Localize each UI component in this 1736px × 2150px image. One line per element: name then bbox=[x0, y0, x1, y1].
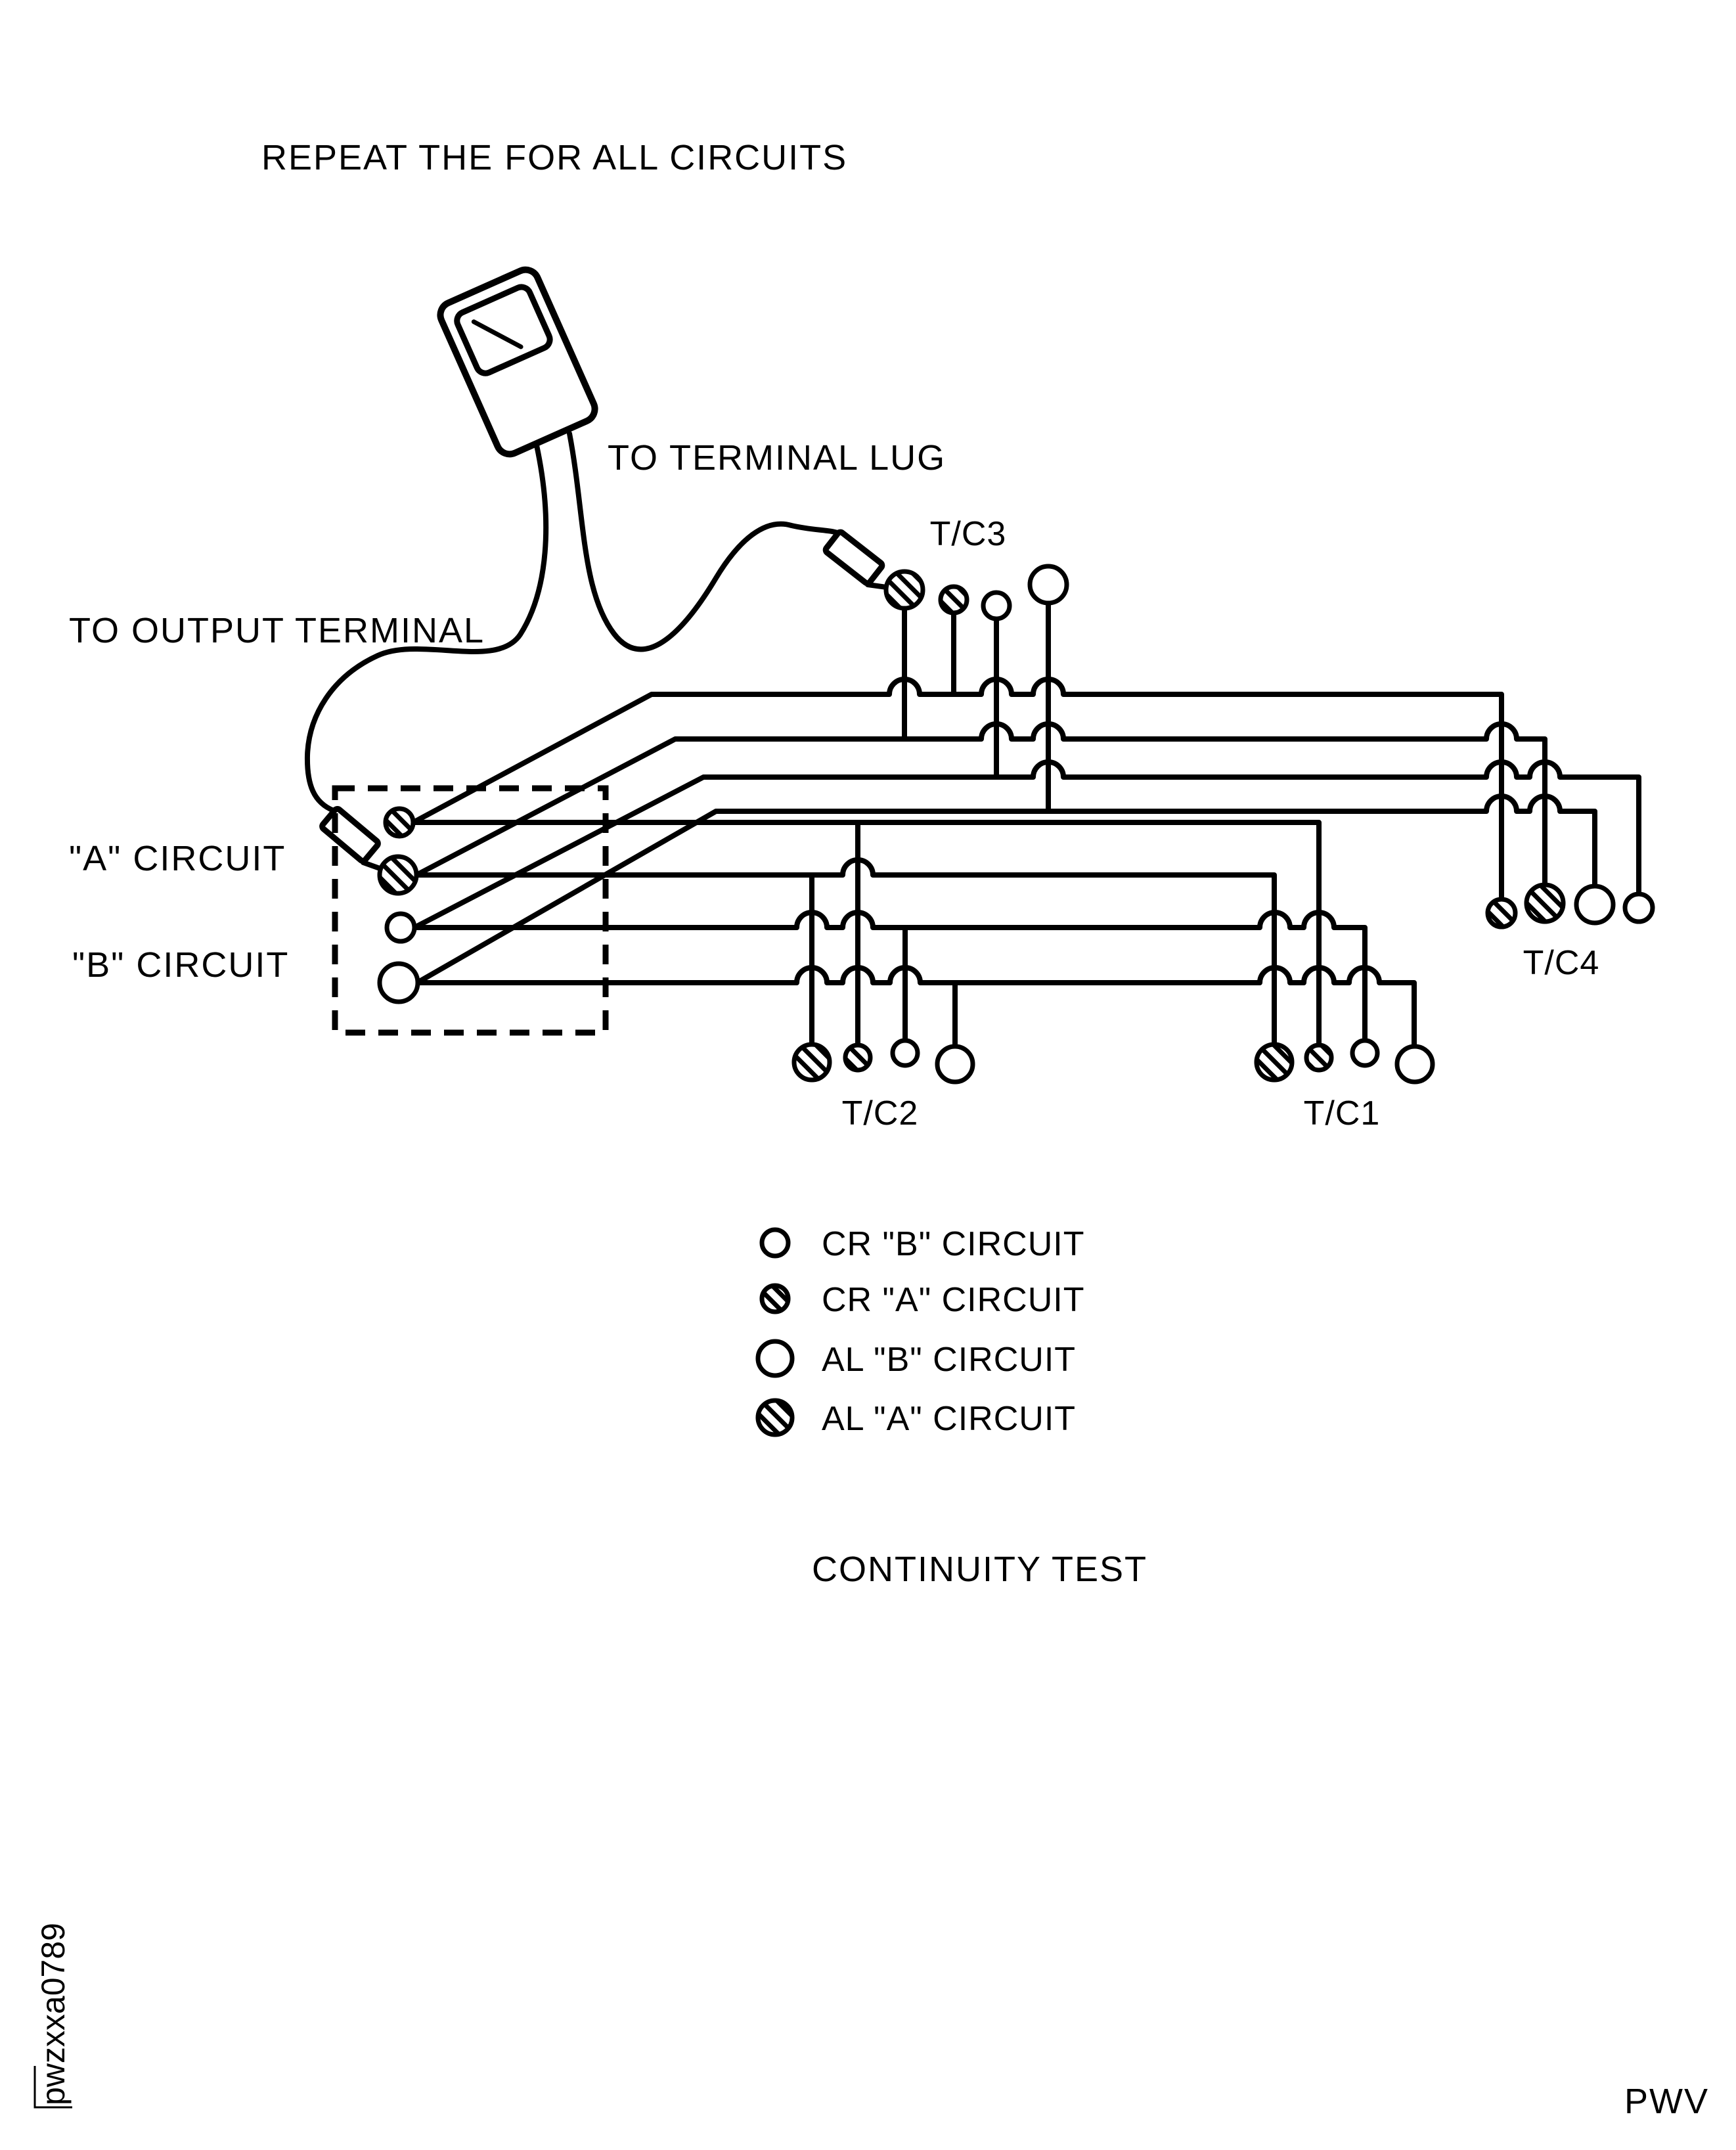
diagonal-cr-a bbox=[411, 692, 654, 825]
pin-tc1-al-a-hatched bbox=[1254, 1042, 1295, 1083]
meter-icon bbox=[437, 266, 598, 458]
harness-wires bbox=[411, 600, 1051, 1049]
bus-upper-al-a bbox=[675, 721, 1547, 885]
bus-upper-al-b bbox=[716, 794, 1597, 886]
tc1-label: T/C1 bbox=[1304, 1094, 1381, 1132]
circuit-a-label: "A" CIRCUIT bbox=[69, 839, 286, 878]
pin-tc4-al-a-hatched bbox=[1524, 882, 1566, 924]
tc4-label: T/C4 bbox=[1523, 944, 1600, 982]
bus-wires bbox=[413, 677, 1641, 1046]
pin-tc2-al-b bbox=[935, 1044, 975, 1085]
diagonal-al-a bbox=[414, 736, 678, 878]
pin-tc1-cr-b bbox=[1350, 1038, 1380, 1068]
pin-tc1-cr-a-hatched bbox=[1304, 1042, 1334, 1073]
legend-label-cr-b: CR "B" CIRCUIT bbox=[822, 1225, 1084, 1263]
meter-needle-icon bbox=[471, 319, 523, 349]
page-title: REPEAT THE FOR ALL CIRCUITS bbox=[261, 138, 847, 177]
pin-tc2-al-a-hatched bbox=[791, 1042, 832, 1083]
bus-lower-al-b bbox=[417, 965, 1417, 1046]
pin-tc3-cr-b bbox=[981, 590, 1012, 621]
meter-screen bbox=[454, 284, 553, 376]
probe-terminal-lug bbox=[822, 529, 889, 590]
pin-tc4-cr-b bbox=[1622, 891, 1655, 924]
probe-tip bbox=[361, 860, 384, 872]
output-terminal-box bbox=[332, 785, 609, 1036]
tc3-connector bbox=[883, 564, 1069, 621]
footer-image-code: pwzxxa0789 bbox=[35, 1923, 72, 2105]
pin-output-al-a-hatched bbox=[377, 854, 419, 896]
tc2-connector bbox=[791, 1038, 975, 1085]
output-connector bbox=[377, 806, 420, 1004]
pin-tc4-cr-a-hatched bbox=[1485, 897, 1518, 929]
legend: CR "B" CIRCUIT CR "A" CIRCUIT AL "B" CIR… bbox=[755, 1225, 1084, 1438]
footer-corner-bracket bbox=[33, 2066, 72, 2109]
circuit-b-label: "B" CIRCUIT bbox=[72, 945, 289, 985]
pin-output-al-b bbox=[377, 961, 420, 1004]
test-lead-to-terminal-lug bbox=[567, 431, 842, 652]
tc4-connector bbox=[1485, 882, 1655, 929]
pin-tc3-al-b bbox=[1027, 564, 1069, 606]
output-terminal-label: TO OUTPUT TERMINAL bbox=[69, 611, 485, 650]
legend-label-al-a: AL "A" CIRCUIT bbox=[822, 1400, 1076, 1438]
pin-tc3-al-a-hatched bbox=[883, 569, 925, 611]
legend-label-cr-a: CR "A" CIRCUIT bbox=[822, 1281, 1084, 1319]
tc1-connector bbox=[1254, 1038, 1435, 1085]
pin-tc2-cr-b bbox=[890, 1038, 920, 1068]
bus-lower-cr-b bbox=[414, 910, 1368, 1041]
diagonal-al-b bbox=[414, 809, 719, 985]
legend-symbol-small-open-circle bbox=[759, 1227, 791, 1259]
pin-tc3-cr-a-hatched bbox=[938, 584, 969, 616]
legend-symbol-small-hatched-circle bbox=[759, 1283, 791, 1314]
terminal-lug-label: TO TERMINAL LUG bbox=[608, 438, 946, 478]
pin-output-cr-b bbox=[384, 911, 417, 944]
caption-continuity-test: CONTINUITY TEST bbox=[812, 1550, 1147, 1589]
test-lead-to-output-terminal bbox=[304, 443, 549, 813]
probe-output-terminal bbox=[319, 805, 384, 872]
bus-lower-al-a bbox=[416, 857, 1277, 1044]
diagonal-cr-b bbox=[412, 774, 706, 930]
legend-symbol-large-open-circle bbox=[755, 1339, 795, 1378]
legend-label-al-b: AL "B" CIRCUIT bbox=[822, 1341, 1076, 1379]
tc2-label: T/C2 bbox=[842, 1094, 919, 1132]
bus-lower-cr-a bbox=[413, 820, 1322, 1045]
terminal-pins bbox=[377, 564, 1655, 1085]
legend-symbols bbox=[755, 1227, 795, 1437]
legend-symbol-large-hatched-circle bbox=[755, 1398, 795, 1437]
tc3-label: T/C3 bbox=[930, 515, 1007, 553]
bus-upper-cr-b bbox=[703, 759, 1641, 894]
pin-tc1-al-b bbox=[1394, 1044, 1435, 1085]
pin-output-cr-a-hatched bbox=[383, 806, 416, 839]
pin-tc4-al-b bbox=[1574, 884, 1616, 926]
bus-upper-cr-a bbox=[652, 677, 1504, 899]
probe-tip bbox=[865, 582, 889, 590]
pin-tc2-cr-a-hatched bbox=[843, 1042, 873, 1073]
footer-right-code: PWV bbox=[1624, 2082, 1709, 2121]
